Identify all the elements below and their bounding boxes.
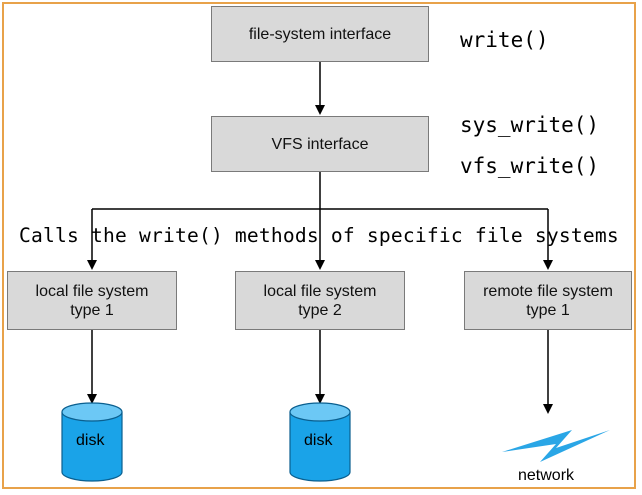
disk-1-label: disk [76,432,105,449]
calls-note: Calls the write() methods of specific fi… [19,224,619,247]
local-fs-2-line-1: local file system [263,282,377,300]
remote-fs-1-line-2: type 1 [526,301,570,319]
disk-icon [289,402,351,482]
local-fs-type-1-box: local file system type 1 [7,271,177,330]
remote-fs-1-line-1: remote file system [483,282,613,300]
vfs-interface-label: VFS interface [271,135,369,153]
local-fs-1-line-1: local file system [35,282,149,300]
file-system-interface-label: file-system interface [248,25,392,43]
local-fs-type-2-box: local file system type 2 [235,271,405,330]
write-call-label: write() [460,28,549,52]
diagram-frame [2,2,636,489]
vfs-write-call-label: vfs_write() [460,154,600,178]
vfs-interface-box: VFS interface [211,116,429,172]
network-bolt-icon [502,430,610,462]
sys-write-call-label: sys_write() [460,113,600,137]
file-system-interface-box: file-system interface [211,6,429,62]
disk-2-label: disk [304,432,333,449]
local-fs-2-line-2: type 2 [298,301,342,319]
network-label: network [518,467,575,484]
local-fs-1-line-2: type 1 [70,301,114,319]
remote-fs-type-1-box: remote file system type 1 [464,271,632,330]
disk-icon [61,402,123,482]
